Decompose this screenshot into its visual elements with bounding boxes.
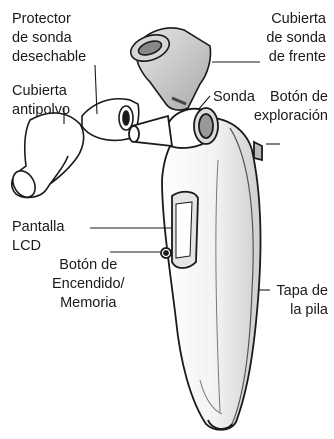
label-line: la pila xyxy=(276,301,328,320)
label-line: de sonda xyxy=(12,29,86,48)
probe-cover-drawing xyxy=(127,28,210,110)
thermometer-body-drawing xyxy=(129,108,262,430)
label-line: exploración xyxy=(254,107,328,126)
label-line: de sonda xyxy=(266,29,326,48)
label-line: antipolvo xyxy=(12,101,70,120)
label-line: Botón de xyxy=(254,88,328,107)
label-line: LCD xyxy=(12,237,64,256)
label-battery-cover: Tapa de la pila xyxy=(276,282,328,320)
label-lcd-display: Pantalla LCD xyxy=(12,218,64,256)
label-probe-cover-front: Cubierta de sonda de frente xyxy=(266,10,326,67)
label-power-memory-button: Botón de Encendido/ Memoria xyxy=(52,256,125,313)
label-line: Cubierta xyxy=(266,10,326,29)
dust-cover-drawing xyxy=(8,113,83,201)
label-line: Tapa de xyxy=(276,282,328,301)
label-line: Pantalla xyxy=(12,218,64,237)
label-line: Protector xyxy=(12,10,86,29)
label-line: Cubierta xyxy=(12,82,70,101)
label-line: Botón de xyxy=(52,256,125,275)
label-line: Memoria xyxy=(52,294,125,313)
label-line: desechable xyxy=(12,48,86,67)
label-line: Sonda xyxy=(213,88,255,107)
label-scan-button: Botón de exploración xyxy=(254,88,328,126)
label-disposable-probe-cover: Protector de sonda desechable xyxy=(12,10,86,67)
label-dust-cover: Cubierta antipolvo xyxy=(12,82,70,120)
label-line: de frente xyxy=(266,48,326,67)
label-probe: Sonda xyxy=(213,88,255,107)
label-line: Encendido/ xyxy=(52,275,125,294)
